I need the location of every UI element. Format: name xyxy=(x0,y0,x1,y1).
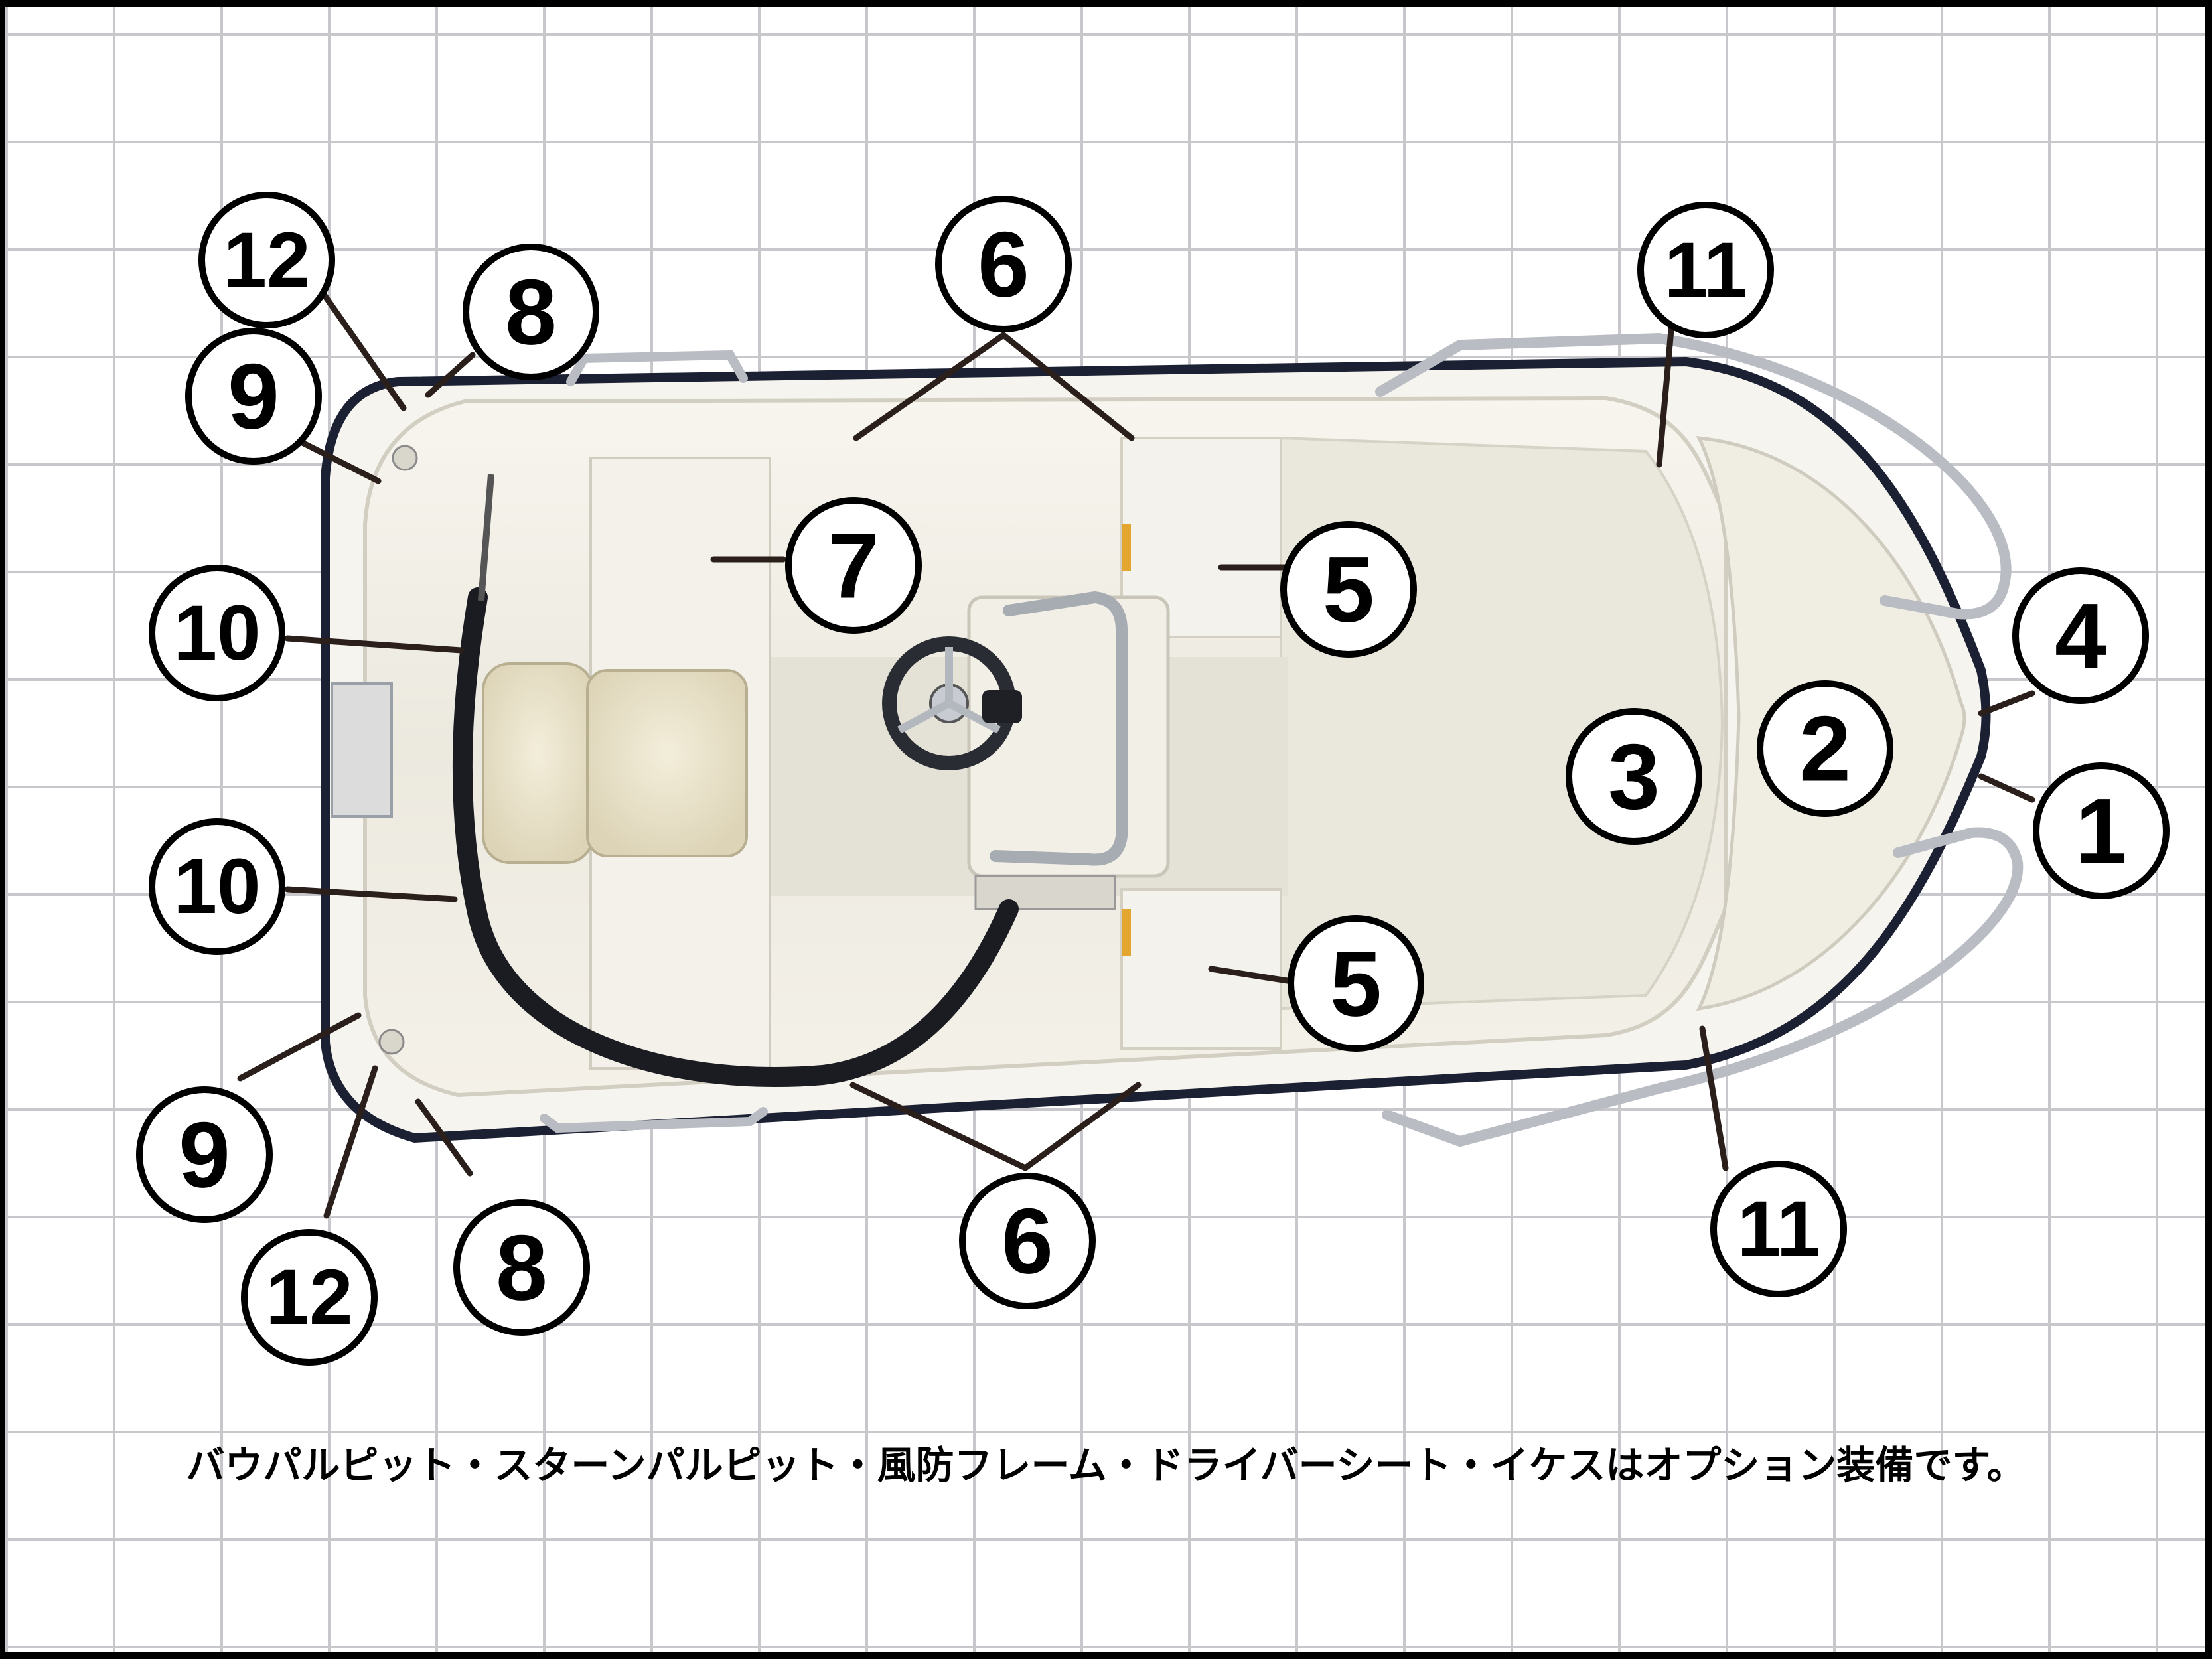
callout-circle xyxy=(1757,680,1893,817)
bow-pulpit-top xyxy=(1375,332,2012,620)
callout-12: 12 xyxy=(198,192,335,328)
callout-number: 10 xyxy=(173,589,260,677)
callout-circle xyxy=(185,328,322,465)
callout-9: 9 xyxy=(185,328,322,465)
callout-number: 6 xyxy=(1001,1189,1053,1293)
callout-number: 8 xyxy=(496,1216,548,1320)
driver-seat xyxy=(482,662,748,864)
callout-number: 11 xyxy=(1664,226,1747,314)
callout-10: 10 xyxy=(149,818,285,955)
control-hose xyxy=(452,587,1019,1087)
callout-circle xyxy=(2012,567,2149,704)
callout-number: 4 xyxy=(2055,584,2106,688)
callout-circle xyxy=(241,1229,378,1366)
transom-plate xyxy=(331,682,393,818)
callout-circle xyxy=(935,196,1072,332)
callout-number: 6 xyxy=(978,212,1029,317)
callout-6: 6 xyxy=(959,1173,1096,1309)
forward-thwart-bottom xyxy=(1120,888,1282,1050)
drain-hole xyxy=(378,1029,405,1055)
callout-number: 2 xyxy=(1799,697,1851,801)
callout-circle xyxy=(198,192,335,328)
callout-9: 9 xyxy=(136,1086,273,1223)
callout-5: 5 xyxy=(1280,521,1417,658)
callout-circle xyxy=(2033,762,2170,899)
callout-1: 1 xyxy=(2033,762,2170,899)
callout-circle xyxy=(1280,521,1417,658)
callout-number: 7 xyxy=(828,514,879,618)
callout-6: 6 xyxy=(935,196,1072,332)
callout-4: 4 xyxy=(2012,567,2149,704)
callout-5: 5 xyxy=(1288,915,1424,1052)
windscreen-frame xyxy=(990,591,1128,866)
stern-rail-bottom xyxy=(540,1107,768,1133)
callout-number: 11 xyxy=(1737,1185,1820,1273)
warning-label xyxy=(1122,909,1131,956)
warning-label xyxy=(1122,524,1131,571)
callout-number: 10 xyxy=(173,843,260,930)
callout-number: 9 xyxy=(179,1103,230,1207)
callout-3: 3 xyxy=(1566,708,1702,845)
callout-circle xyxy=(1710,1161,1847,1297)
callout-number: 5 xyxy=(1323,538,1374,642)
callout-circle xyxy=(136,1086,273,1223)
callout-circle xyxy=(785,497,922,634)
callout-number: 9 xyxy=(228,344,279,449)
callout-circle xyxy=(1288,915,1424,1052)
callout-circle xyxy=(959,1173,1096,1309)
callout-circle xyxy=(463,244,599,380)
callout-11: 11 xyxy=(1710,1161,1847,1297)
callout-number: 12 xyxy=(223,216,310,304)
stern-rail-top xyxy=(566,350,748,386)
caption: バウパルピット・スターンパルピット・風防フレーム・ドライバーシート・イケスはオプ… xyxy=(186,1443,2025,1488)
console-base xyxy=(974,875,1116,910)
callout-8: 8 xyxy=(463,244,599,380)
bow-pulpit-bottom xyxy=(1382,827,2024,1147)
callout-circle xyxy=(149,565,285,701)
callout-2: 2 xyxy=(1757,680,1893,817)
callout-7: 7 xyxy=(785,497,922,634)
callout-circle xyxy=(1637,202,1774,338)
callout-11: 11 xyxy=(1637,202,1774,338)
antenna xyxy=(478,474,494,601)
callout-circle xyxy=(453,1199,590,1336)
callout-10: 10 xyxy=(149,565,285,701)
callout-number: 1 xyxy=(2075,779,2127,883)
callout-circle xyxy=(149,818,285,955)
callout-number: 12 xyxy=(265,1254,352,1341)
drain-hole xyxy=(392,445,418,471)
steering-wheel xyxy=(882,636,1022,770)
callout-number: 3 xyxy=(1608,725,1660,829)
callout-number: 5 xyxy=(1330,932,1382,1036)
callout-8: 8 xyxy=(453,1199,590,1336)
callout-number: 8 xyxy=(505,260,557,364)
callout-12: 12 xyxy=(241,1229,378,1366)
callout-circle xyxy=(1566,708,1702,845)
